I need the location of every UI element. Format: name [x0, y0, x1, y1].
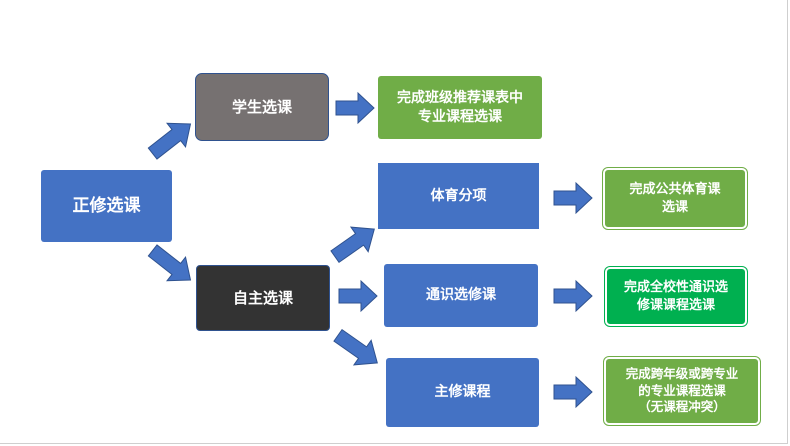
arrow-pe-to-result [553, 181, 593, 215]
pe-result-label: 完成公共体育课 选课 [629, 181, 721, 215]
self-label: 自主选课 [232, 288, 293, 307]
major-node: 主修课程 [386, 358, 539, 427]
arrow-self-to-major [333, 328, 378, 366]
major-result-label: 完成跨年级或跨专业 的专业课程选课 （无课程冲突） [625, 365, 739, 415]
general-result: 完成全校性通识选 修课课程选课 [604, 266, 748, 327]
arrow-general-to-result [553, 279, 593, 313]
major-result: 完成跨年级或跨专业 的专业课程选课 （无课程冲突） [603, 356, 761, 426]
general-result-label: 完成全校性通识选 修课课程选课 [623, 279, 728, 313]
arrow-student-to-schedule [335, 91, 375, 125]
arrow-self-to-general [338, 279, 378, 313]
arrow-major-to-result [553, 375, 593, 409]
root-label: 正修选课 [72, 195, 141, 216]
pe-node: 体育分项 [378, 163, 539, 229]
root-node: 正修选课 [41, 170, 172, 242]
arrow-root-to-student [147, 122, 192, 160]
student-node: 学生选课 [195, 73, 329, 141]
major-label: 主修课程 [434, 384, 491, 401]
class-schedule-result: 完成班级推荐课表中 专业课程选课 [378, 76, 542, 139]
pe-result: 完成公共体育课 选课 [602, 167, 748, 230]
general-label: 通识选修课 [426, 287, 496, 304]
student-label: 学生选课 [231, 97, 292, 116]
pe-label: 体育分项 [430, 187, 487, 204]
self-node: 自主选课 [196, 265, 330, 331]
general-node: 通识选修课 [384, 264, 538, 327]
arrow-root-to-self [147, 244, 192, 282]
class-schedule-label: 完成班级推荐课表中 专业课程选课 [397, 89, 523, 125]
arrow-self-to-pe [330, 226, 375, 264]
